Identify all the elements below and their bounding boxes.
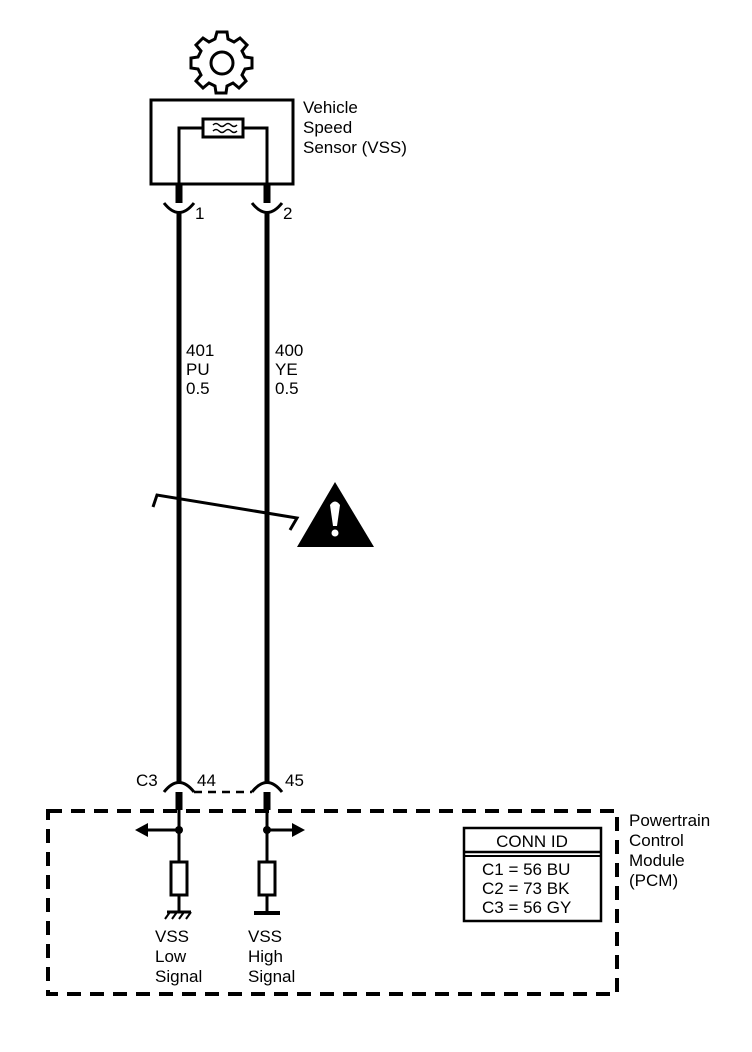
gear-icon	[189, 30, 254, 95]
wire-401-color: PU	[186, 360, 210, 379]
pcm-high-circuit	[254, 810, 305, 915]
wire-401-circuit: 401	[186, 341, 214, 360]
sensor-element	[201, 117, 245, 139]
sensor-pin2: 2	[283, 204, 292, 223]
pcm-connector-id: C3	[136, 771, 158, 790]
low-signal-line3: Signal	[155, 967, 202, 986]
low-signal-line2: Low	[155, 947, 187, 966]
pcm-pin-low: 44	[197, 771, 216, 790]
pcm-module-box	[46, 809, 619, 996]
pcm-low-circuit	[135, 810, 192, 920]
wire-400-circuit: 400	[275, 341, 303, 360]
sensor-label-line2: Speed	[303, 118, 352, 137]
sensor-label-line1: Vehicle	[303, 98, 358, 117]
wire-401-size: 0.5	[186, 379, 210, 398]
wire-400-color: YE	[275, 360, 298, 379]
conn-id-header: CONN ID	[496, 832, 568, 851]
pcm-pin-high: 45	[285, 771, 304, 790]
pcm-label-line1: Powertrain	[629, 811, 710, 830]
pcm-connector	[162, 781, 284, 810]
wire-400-size: 0.5	[275, 379, 299, 398]
low-signal-line1: VSS	[155, 927, 189, 946]
conn-id-table	[462, 826, 603, 923]
caution-triangle-icon	[297, 482, 374, 547]
conn-id-row-c3: C3 = 56 GY	[482, 898, 571, 917]
high-signal-line2: High	[248, 947, 283, 966]
twisted-pair-marker	[151, 493, 300, 531]
pcm-label-line4: (PCM)	[629, 871, 678, 890]
sensor-connector	[162, 184, 284, 214]
conn-id-row-c1: C1 = 56 BU	[482, 860, 570, 879]
conn-id-row-c2: C2 = 73 BK	[482, 879, 570, 898]
sensor-pin1: 1	[195, 204, 204, 223]
pcm-label-line2: Control	[629, 831, 684, 850]
high-signal-line3: Signal	[248, 967, 295, 986]
high-signal-line1: VSS	[248, 927, 282, 946]
sensor-label-line3: Sensor (VSS)	[303, 138, 407, 157]
vss-sensor	[149, 98, 295, 186]
pcm-label-line3: Module	[629, 851, 685, 870]
